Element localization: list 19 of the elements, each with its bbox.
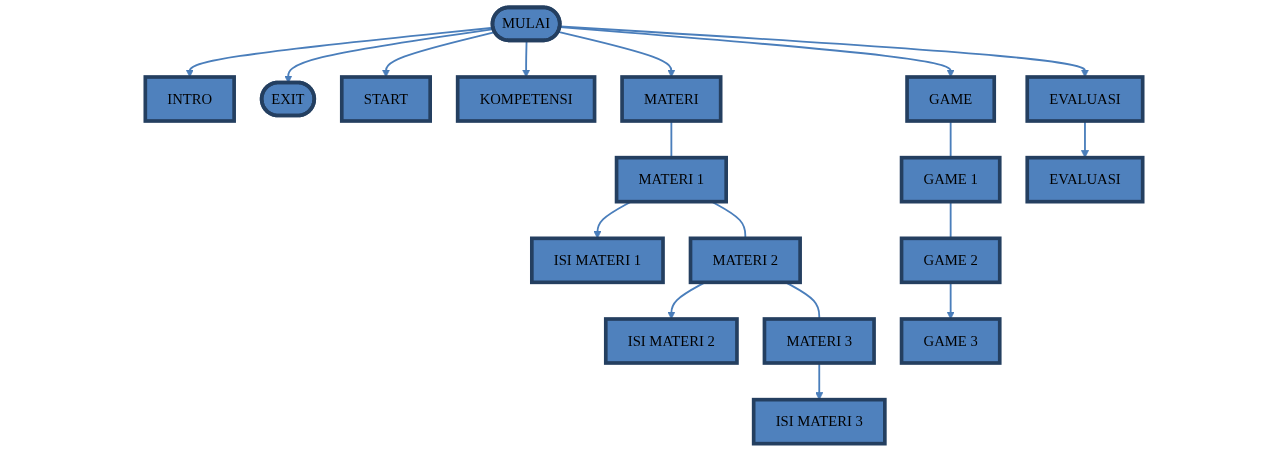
node-box: GAME 1 <box>899 155 1002 204</box>
arrow <box>559 25 1089 78</box>
node-box: MATERI 2 <box>688 236 802 285</box>
node-box: EVALUASI <box>1025 75 1145 123</box>
node-box: GAME 3 <box>899 317 1002 365</box>
node-box: KOMPETENSI <box>455 75 597 123</box>
arrow <box>559 26 955 78</box>
node-box: GAME <box>905 75 997 123</box>
node-box: EVALUASI <box>1025 155 1145 204</box>
node-box: ISI MATERI 1 <box>530 236 665 285</box>
node-box: GAME 2 <box>899 236 1002 285</box>
arrow <box>185 26 495 78</box>
node-box: MATERI 3 <box>762 317 876 365</box>
node-box: START <box>339 75 432 123</box>
node-box: ISI MATERI 2 <box>603 317 739 365</box>
node-box: ISI MATERI 3 <box>751 397 887 446</box>
node-box: INTRO <box>143 75 236 123</box>
node-box: MATERI 1 <box>614 155 728 204</box>
node-box: MATERI <box>620 75 723 123</box>
